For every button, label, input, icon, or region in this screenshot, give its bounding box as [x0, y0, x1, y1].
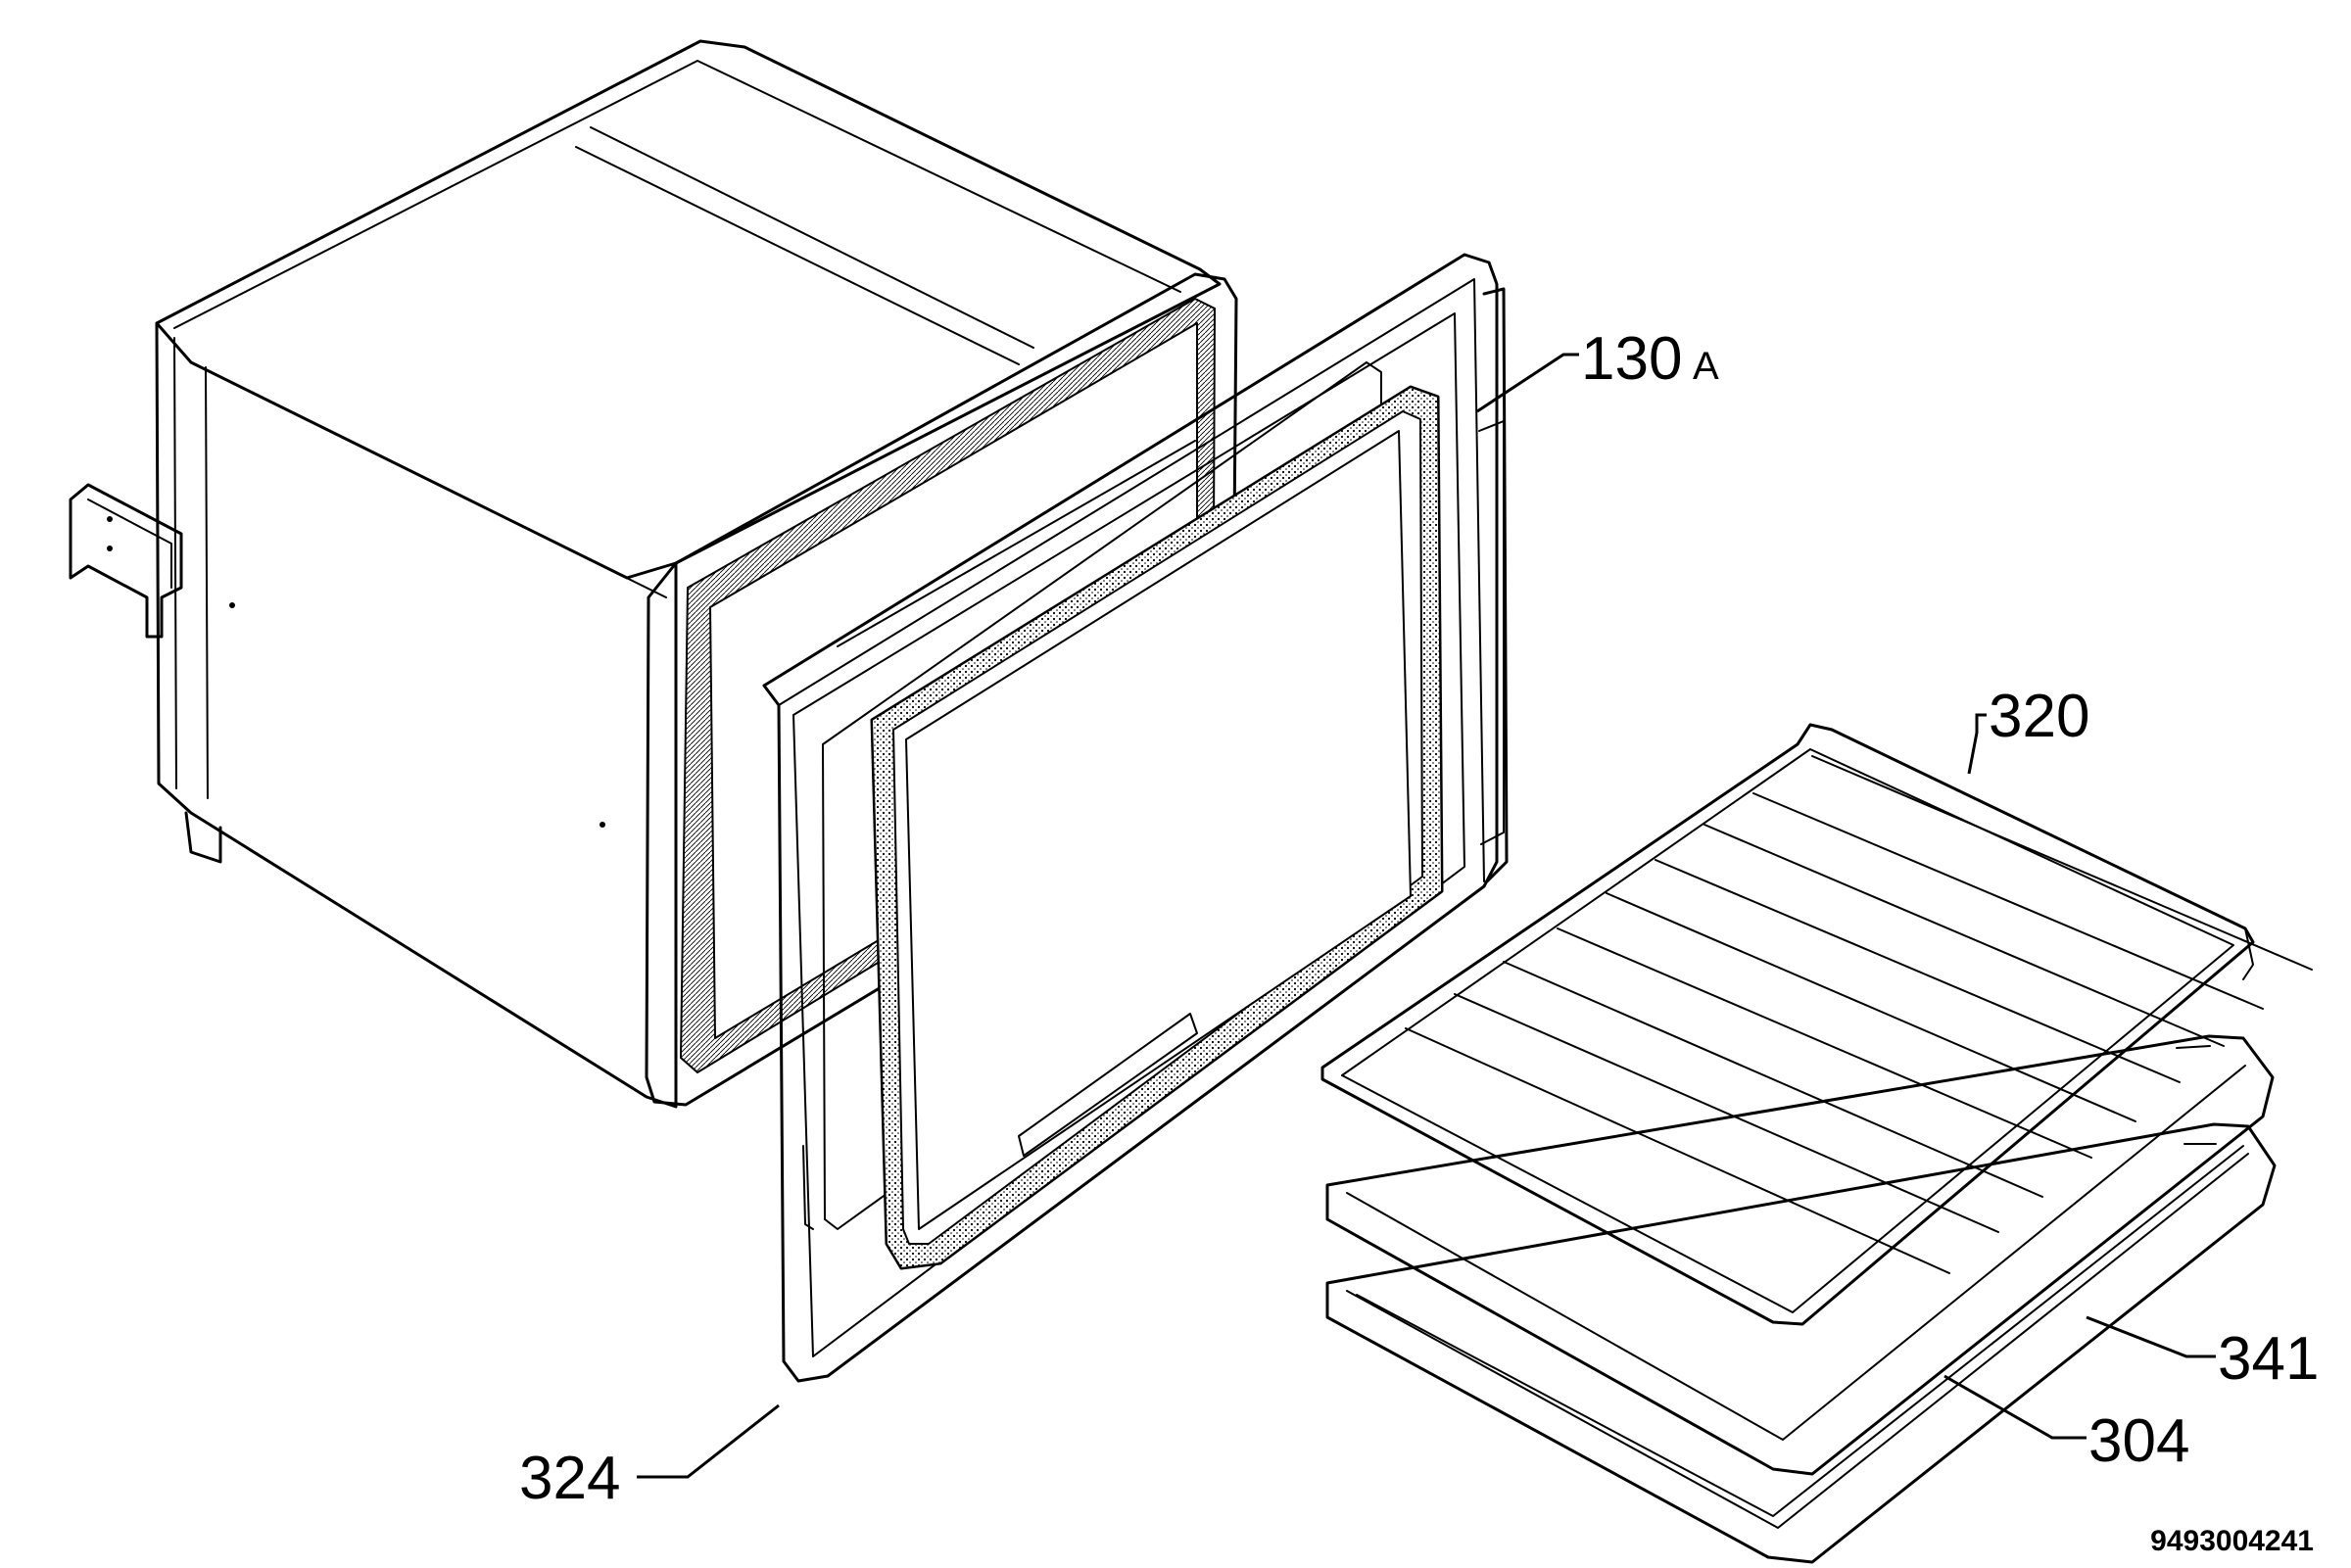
callout-130-suffix: A	[1693, 345, 1719, 388]
leader-130a	[1476, 353, 1579, 413]
leader-lines	[637, 353, 2216, 1479]
callout-324: 324	[519, 1445, 620, 1512]
callout-320: 320	[1989, 683, 2089, 750]
rack-wires	[1405, 755, 2313, 1274]
callout-130: 130	[1581, 325, 1682, 393]
leader-324	[637, 1403, 780, 1479]
baking-tray	[1325, 1122, 2277, 1564]
door-frame	[762, 253, 1509, 1383]
enamel-tray	[1325, 1034, 2275, 1476]
shelf-rack	[1320, 723, 2313, 1326]
callout-341: 341	[2218, 1325, 2319, 1393]
callout-labels: 130 A 320 341 304 324	[519, 325, 2319, 1512]
leader-341	[2086, 1315, 2216, 1358]
leader-320	[1967, 713, 1987, 775]
callout-304: 304	[2088, 1407, 2189, 1475]
document-number: 9493004241	[2150, 1525, 2314, 1557]
leader-304	[1943, 1374, 2087, 1440]
